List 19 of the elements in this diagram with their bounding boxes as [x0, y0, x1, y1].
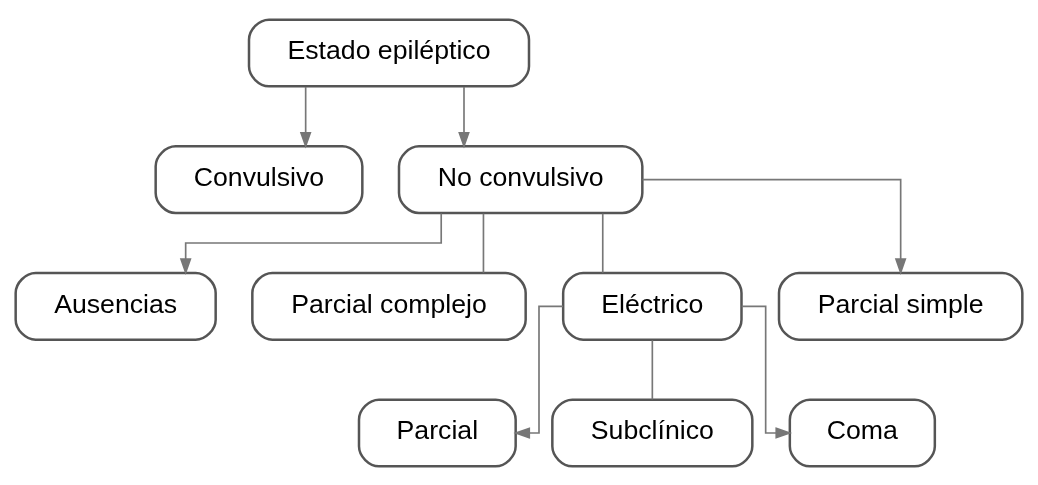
arrow	[513, 305, 564, 439]
node-box: Eléctrico	[561, 271, 743, 341]
connector	[651, 338, 654, 400]
node-box: Parcial simple	[777, 271, 1024, 341]
connector	[482, 212, 485, 274]
arrow	[641, 178, 907, 275]
connector	[601, 212, 604, 274]
node-box: Subclínico	[551, 397, 754, 468]
node-box: Estado epiléptico	[247, 17, 531, 88]
arrow	[179, 212, 443, 275]
node-box: Parcial complejo	[251, 271, 527, 341]
node-box: Ausencias	[14, 271, 217, 341]
arrow	[299, 85, 312, 149]
node-box: No convulsivo	[397, 144, 644, 214]
node-box: Coma	[788, 397, 937, 468]
arrow	[458, 85, 470, 149]
node-box: Convulsivo	[154, 144, 364, 214]
arrow	[740, 305, 793, 439]
node-box: Parcial	[357, 397, 517, 468]
